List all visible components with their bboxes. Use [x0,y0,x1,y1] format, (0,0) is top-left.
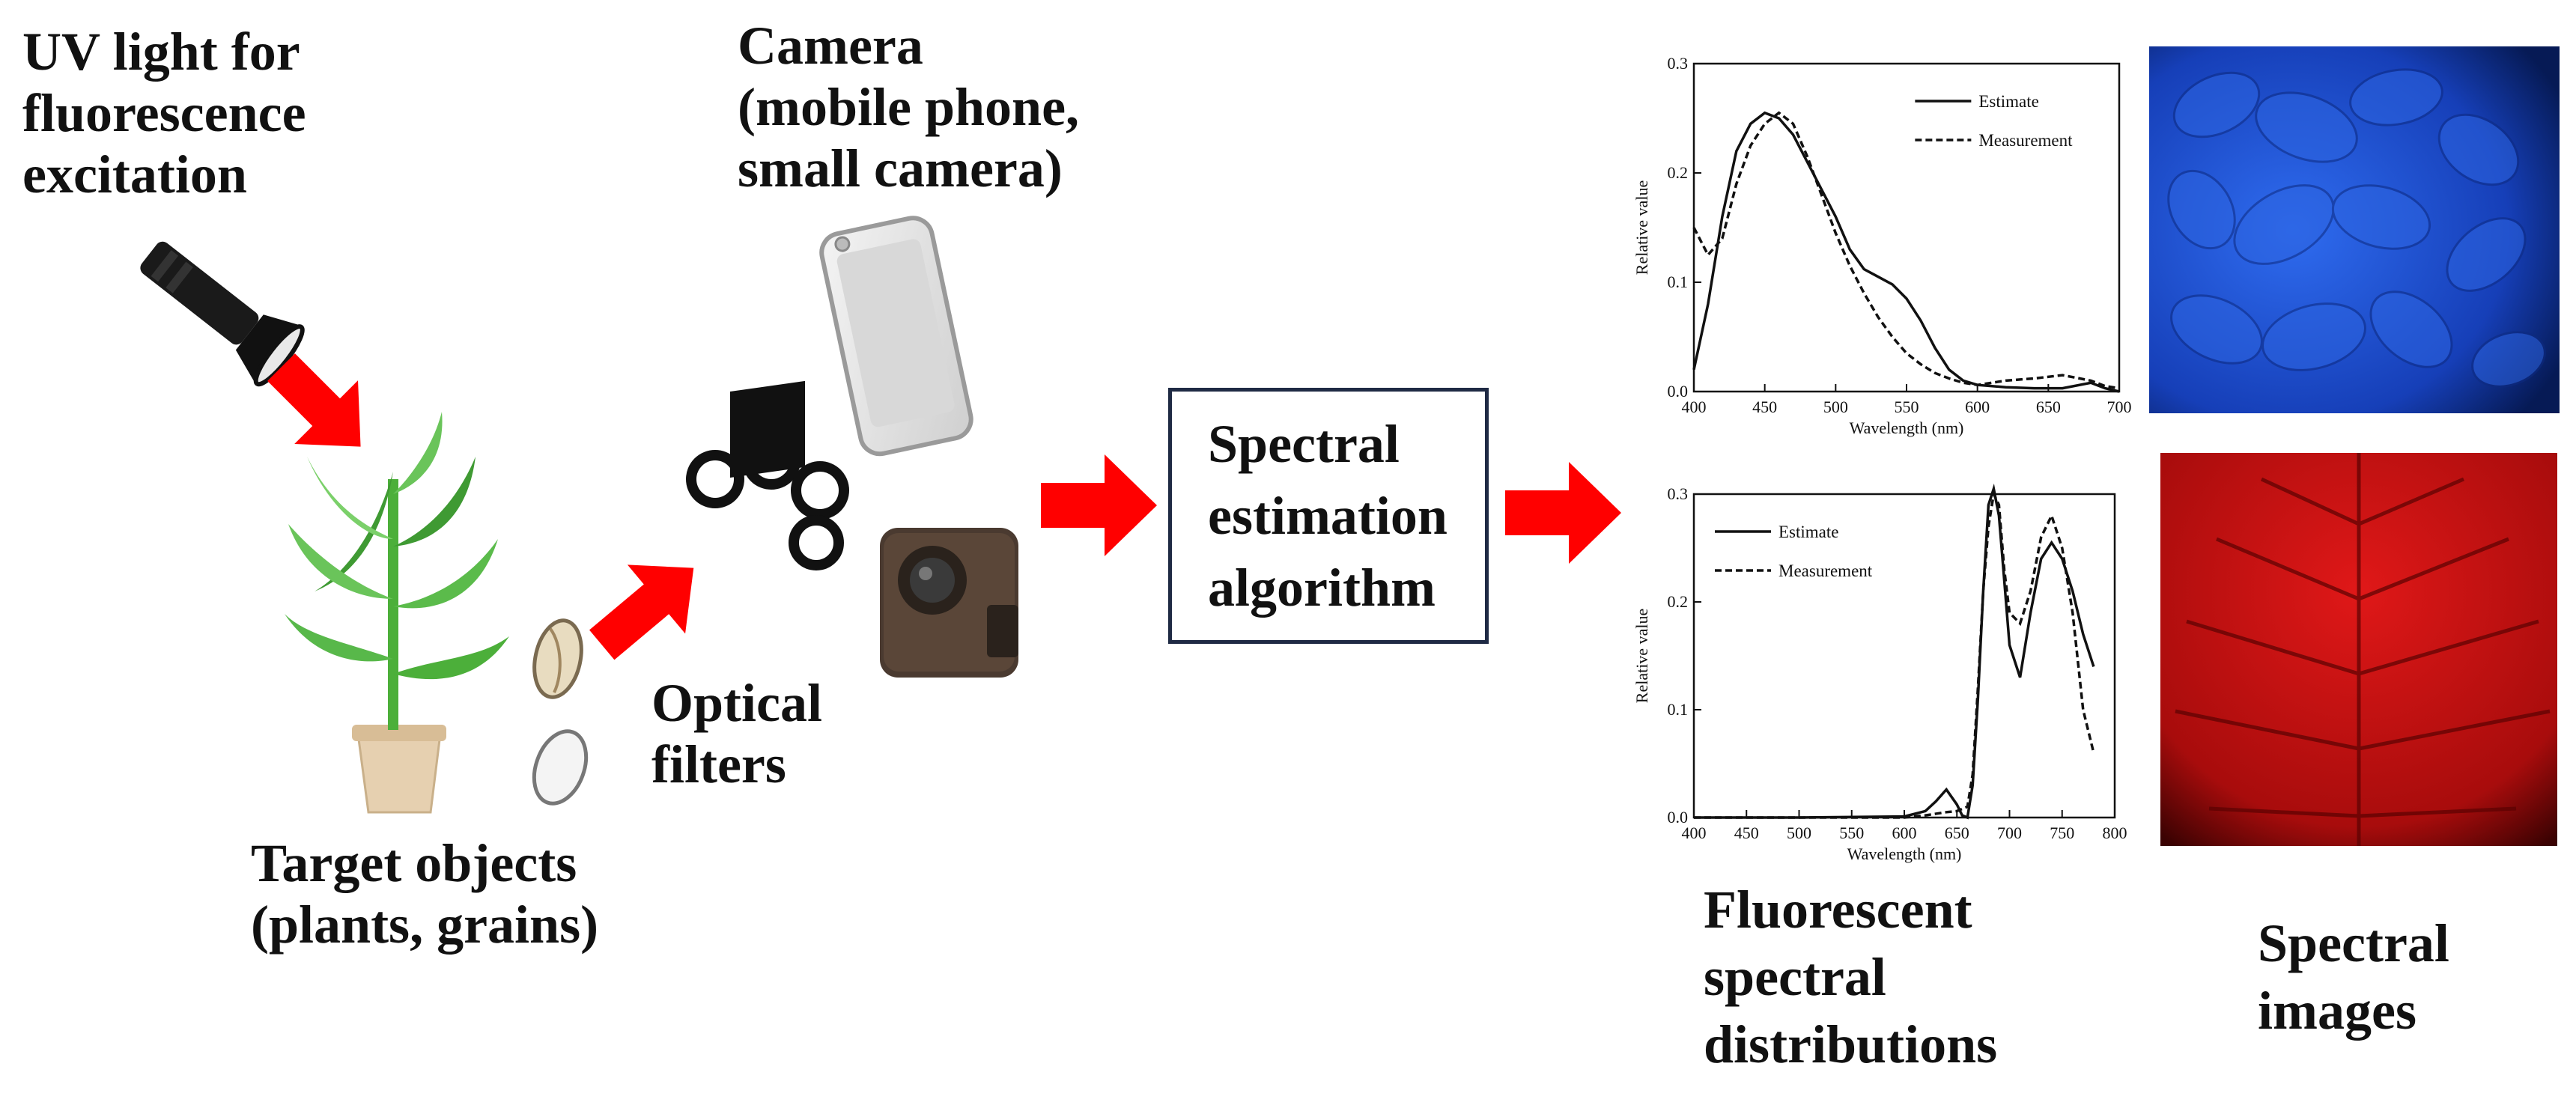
algorithm-label-line3: algorithm [1208,558,1436,618]
x-tick-label: 450 [1752,398,1777,416]
camera-label-line1: Camera [738,16,923,76]
arrow-flashlight-to-plant [267,353,361,447]
algorithm-label-line2: estimation [1208,486,1448,546]
series-line-measurement [1692,111,2120,390]
y-tick-label: 0.0 [1668,808,1689,827]
spectral-images-label: Spectral images [2258,910,2449,1044]
x-tick-label: 650 [1945,824,1969,842]
algorithm-label-line1: Spectral [1208,414,1400,474]
x-tick-label: 500 [1787,824,1811,842]
y-tick-label: 0.1 [1668,700,1689,719]
x-tick-label: 450 [1734,824,1759,842]
optical-filters-label-line1: Optical [651,673,822,733]
x-tick-label: 550 [1895,398,1919,416]
fluorescent-label-line3: distributions [1704,1014,1998,1074]
fluorescent-distributions-label: Fluorescent spectral distributions [1704,876,1997,1078]
x-tick-label: 550 [1839,824,1864,842]
plot-frame [1692,62,2121,393]
y-tick-label: 0.3 [1668,484,1689,503]
small-camera-icon [880,528,1018,678]
filter-wheel-icon [686,380,849,570]
camera-label: Camera (mobile phone, small camera) [738,15,1079,199]
y-tick-label: 0.2 [1668,592,1689,611]
x-tick-label: 400 [1682,824,1707,842]
spectral-images-label-line2: images [2258,981,2416,1041]
legend-label-measurement: Measurement [1978,131,2073,150]
optical-filters-label: Optical filters [651,672,822,795]
legend-label-measurement: Measurement [1778,561,1873,580]
uv-light-label-line3: excitation [22,144,247,204]
fluorescent-label-line2: spectral [1704,947,1886,1007]
legend-label-estimate: Estimate [1978,92,2038,111]
x-tick-label: 600 [1965,398,1990,416]
target-objects-label: Target objects (plants, grains) [251,833,598,955]
uv-light-label-line1: UV light for [22,22,300,82]
grain-icon [532,618,589,806]
x-tick-label: 600 [1892,824,1917,842]
x-tick-label: 650 [2036,398,2061,416]
x-tick-label: 500 [1823,398,1848,416]
series-line-estimate [1694,483,2095,820]
y-axis-label: Relative value [1632,180,1651,275]
uv-light-label: UV light for fluorescence excitation [22,21,306,205]
x-tick-label: 700 [1997,824,2022,842]
camera-label-line3: small camera) [738,139,1063,198]
legend-label-estimate: Estimate [1778,523,1838,541]
x-tick-label: 700 [2107,398,2132,416]
target-objects-label-line1: Target objects [251,833,577,893]
x-axis-label: Wavelength (nm) [1850,418,1964,437]
spectral-image-red [2160,453,2557,846]
series-line-measurement [1694,490,2095,819]
flashlight-icon [140,241,305,387]
y-tick-label: 0.3 [1668,54,1689,73]
x-tick-label: 800 [2103,824,2127,842]
y-tick-label: 0.2 [1668,163,1689,182]
x-tick-label: 750 [2050,824,2074,842]
algorithm-label: Spectral estimation algorithm [1208,408,1448,624]
y-tick-label: 0.0 [1668,382,1689,401]
y-axis-label: Relative value [1632,609,1651,703]
plant-icon [285,412,509,814]
arrow-camera-to-algorithm [1041,454,1157,556]
arrow-algorithm-to-charts [1505,462,1621,564]
uv-light-label-line2: fluorescence [22,83,306,143]
x-axis-label: Wavelength (nm) [1847,844,1962,863]
algorithm-box: Spectral estimation algorithm [1168,388,1489,644]
spectral-image-blue [2149,46,2560,413]
camera-label-line2: (mobile phone, [738,77,1080,137]
series-line-estimate [1692,111,2120,393]
spectral-images-label-line1: Spectral [2258,913,2449,973]
fluorescent-label-line1: Fluorescent [1704,880,1972,940]
x-tick-label: 400 [1682,398,1707,416]
optical-filters-label-line2: filters [651,734,786,794]
target-objects-label-line2: (plants, grains) [251,895,599,955]
mobile-phone-icon [819,216,973,457]
arrow-grain-to-filter [589,564,694,660]
spectrum-chart-top: 400 450 500 550 600 650 700 0.0 0.1 0.2 0.3Wavelen… [1632,54,2132,437]
spectrum-chart-bottom: 400 450 500 550 600 650 700 750 800 0.0 0.1 0.2 0.3W… [1632,483,2127,863]
y-tick-label: 0.1 [1668,273,1689,291]
